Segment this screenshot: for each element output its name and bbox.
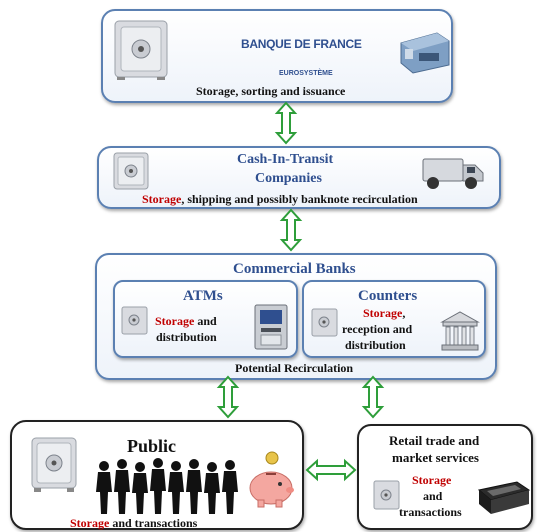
counters-line1: Storage,	[363, 306, 405, 321]
sorting-machine-icon	[400, 32, 450, 74]
counters-line1-rest: ,	[402, 306, 406, 320]
retail-line2: and	[423, 489, 443, 503]
armored-truck-icon	[422, 158, 484, 189]
public-caption-rest: and transactions	[109, 516, 198, 530]
cit-caption-rest: , shipping and possibly banknote recircu…	[181, 192, 418, 206]
cash-in-transit-box: Cash-In-Transit Companies Storage, shipp…	[97, 146, 501, 209]
public-box: Public Storage and transactions	[10, 420, 304, 530]
cit-title-line2: Companies	[255, 171, 322, 186]
atms-line2: distribution	[156, 330, 217, 344]
banque-logo-subtitle: EUROSYSTÈME	[279, 70, 333, 77]
retail-title-line2: market services	[392, 450, 479, 465]
banque-caption: Storage, sorting and issuance	[196, 84, 346, 98]
double-arrow-icon	[279, 208, 303, 252]
atms-line1-highlight: Storage	[155, 314, 195, 328]
people-silhouettes-icon	[96, 458, 238, 514]
public-caption-highlight: Storage	[70, 516, 110, 530]
safe-icon	[113, 152, 149, 190]
atms-box: ATMs Storage and distribution	[113, 280, 298, 358]
safe-icon	[373, 480, 400, 510]
counters-line3: distribution	[345, 338, 406, 352]
atms-line1: Storage and	[155, 314, 217, 329]
cit-caption: Storage, shipping and possibly banknote …	[142, 192, 418, 207]
safe-icon	[311, 308, 338, 337]
piggy-bank-icon	[249, 451, 294, 508]
counters-title: Counters	[358, 288, 418, 304]
public-title: Public	[127, 436, 177, 456]
double-arrow-icon	[274, 101, 298, 145]
double-arrow-icon	[216, 375, 240, 419]
banque-logo-name: BANQUE DE FRANCE	[241, 37, 362, 51]
banque-de-france-box: BANQUE DE FRANCE EUROSYSTÈME Storage, so…	[101, 9, 453, 103]
cash-drawer-icon	[477, 481, 531, 514]
safe-icon	[121, 306, 148, 335]
atm-icon	[254, 304, 288, 350]
retail-box: Retail trade and market services Storage…	[357, 424, 533, 530]
counters-line1-highlight: Storage	[363, 306, 403, 320]
cit-caption-highlight: Storage	[142, 192, 182, 206]
retail-line3: transactions	[399, 505, 462, 519]
retail-title-line1: Retail trade and	[389, 433, 480, 448]
double-arrow-icon	[361, 375, 385, 419]
atms-line1-rest: and	[194, 314, 217, 328]
bank-building-icon	[440, 311, 480, 351]
public-caption: Storage and transactions	[70, 516, 197, 531]
safe-icon	[31, 437, 77, 492]
double-arrow-horizontal-icon	[305, 458, 357, 482]
retail-line1-highlight: Storage	[412, 473, 452, 487]
safe-icon	[114, 20, 168, 80]
counters-line2: reception and	[342, 322, 413, 336]
banks-footer: Potential Recirculation	[235, 361, 354, 375]
banks-title: Commercial Banks	[233, 261, 356, 277]
commercial-banks-box: Commercial Banks ATMs Storage and distri…	[95, 253, 497, 380]
cit-title-line1: Cash-In-Transit	[237, 152, 334, 167]
atms-title: ATMs	[183, 288, 223, 304]
counters-box: Counters Storage, reception and distribu…	[302, 280, 486, 358]
